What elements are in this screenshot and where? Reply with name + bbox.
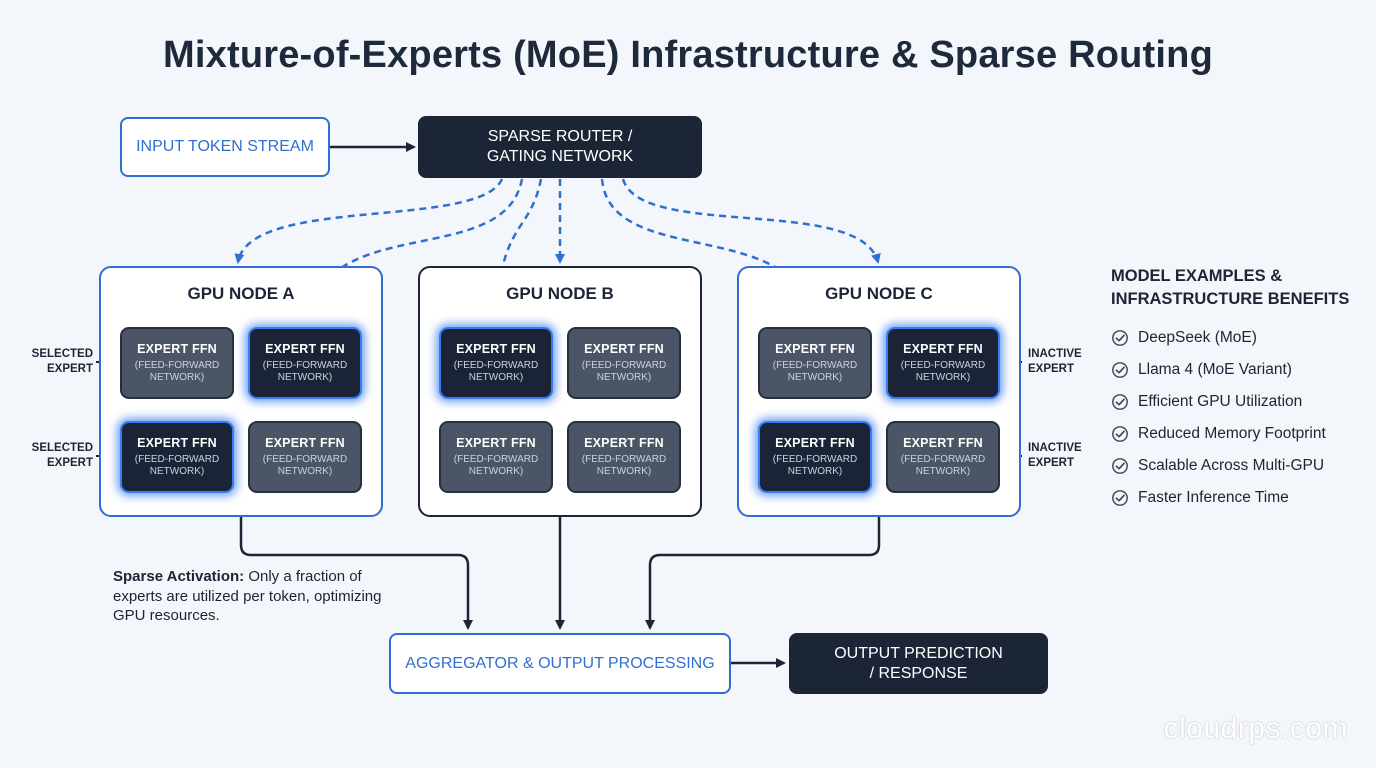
expert-subtitle: (FEED-FORWARD NETWORK) <box>134 360 220 383</box>
expert-subtitle: (FEED-FORWARD NETWORK) <box>262 454 348 477</box>
expert-title: EXPERT FFN <box>137 342 217 356</box>
expert-title: EXPERT FFN <box>137 436 217 450</box>
benefit-label: Reduced Memory Footprint <box>1138 425 1326 442</box>
expert-title: EXPERT FFN <box>584 342 664 356</box>
benefit-item: Reduced Memory Footprint <box>1111 418 1326 450</box>
route-arrow-5 <box>600 178 817 324</box>
expert-title: EXPERT FFN <box>265 436 345 450</box>
expert-ffn-c4: EXPERT FFN (FEED-FORWARD NETWORK) <box>886 421 1000 493</box>
benefits-panel-title: MODEL EXAMPLES & INFRASTRUCTURE BENEFITS <box>1111 267 1350 309</box>
inactive-expert-label-2: INACTIVE EXPERT <box>1028 442 1082 469</box>
expert-subtitle: (FEED-FORWARD NETWORK) <box>453 360 539 383</box>
expert-ffn-a2: EXPERT FFN (FEED-FORWARD NETWORK) <box>248 327 362 399</box>
expert-title: EXPERT FFN <box>584 436 664 450</box>
gpu-node-c: GPU NODE C EXPERT FFN (FEED-FORWARD NETW… <box>737 266 1021 517</box>
sparse-activation-note: Sparse Activation: Only a fraction of ex… <box>113 567 383 626</box>
check-circle-icon <box>1112 490 1128 506</box>
route-arrow-6 <box>621 178 881 264</box>
check-circle-icon <box>1112 330 1128 346</box>
gpu-node-c-title: GPU NODE C <box>825 284 933 303</box>
expert-ffn-b1: EXPERT FFN (FEED-FORWARD NETWORK) <box>439 327 553 399</box>
expert-ffn-c1: EXPERT FFN (FEED-FORWARD NETWORK) <box>758 327 872 399</box>
inactive-expert-label-1: INACTIVE EXPERT <box>1028 348 1082 375</box>
gpu-node-b-title: GPU NODE B <box>506 284 614 303</box>
arrow-node-c-to-aggregator <box>645 517 881 630</box>
expert-subtitle: (FEED-FORWARD NETWORK) <box>900 360 986 383</box>
expert-ffn-a3: EXPERT FFN (FEED-FORWARD NETWORK) <box>120 421 234 493</box>
sparse-activation-text: Only a fraction of experts are utilized … <box>113 568 382 624</box>
expert-ffn-c3: EXPERT FFN (FEED-FORWARD NETWORK) <box>758 421 872 493</box>
check-circle-icon <box>1112 426 1128 442</box>
benefit-label: DeepSeek (MoE) <box>1138 329 1257 346</box>
expert-subtitle: (FEED-FORWARD NETWORK) <box>772 360 858 383</box>
expert-ffn-b2: EXPERT FFN (FEED-FORWARD NETWORK) <box>567 327 681 399</box>
benefit-item: Efficient GPU Utilization <box>1111 386 1326 418</box>
benefit-label: Faster Inference Time <box>1138 489 1289 506</box>
expert-ffn-a1: EXPERT FFN (FEED-FORWARD NETWORK) <box>120 327 234 399</box>
check-circle-icon <box>1112 362 1128 378</box>
check-circle-icon <box>1112 458 1128 474</box>
expert-subtitle: (FEED-FORWARD NETWORK) <box>453 454 539 477</box>
expert-title: EXPERT FFN <box>456 342 536 356</box>
expert-subtitle: (FEED-FORWARD NETWORK) <box>900 454 986 477</box>
benefits-list: DeepSeek (MoE) Llama 4 (MoE Variant) Eff… <box>1111 322 1326 514</box>
sparse-activation-heading: Sparse Activation: <box>113 568 245 585</box>
route-arrow-2 <box>302 178 524 324</box>
expert-subtitle: (FEED-FORWARD NETWORK) <box>581 360 667 383</box>
selected-expert-label-1: SELECTED EXPERT <box>31 348 93 375</box>
sparse-router-box: SPARSE ROUTER / GATING NETWORK <box>418 116 702 178</box>
aggregator-box: AGGREGATOR & OUTPUT PROCESSING <box>389 633 731 694</box>
input-token-stream-box: INPUT TOKEN STREAM <box>120 117 330 177</box>
gpu-node-a-title: GPU NODE A <box>187 284 295 303</box>
watermark: cloudrps.com <box>1163 712 1348 745</box>
expert-subtitle: (FEED-FORWARD NETWORK) <box>262 360 348 383</box>
gpu-node-b: GPU NODE B EXPERT FFN (FEED-FORWARD NETW… <box>418 266 702 517</box>
expert-title: EXPERT FFN <box>775 436 855 450</box>
output-prediction-label: OUTPUT PREDICTION / RESPONSE <box>834 644 1003 682</box>
expert-title: EXPERT FFN <box>903 342 983 356</box>
diagram-title: Mixture-of-Experts (MoE) Infrastructure … <box>163 34 1213 76</box>
gpu-node-a: GPU NODE A EXPERT FFN (FEED-FORWARD NETW… <box>99 266 383 517</box>
benefit-label: Llama 4 (MoE Variant) <box>1138 361 1292 378</box>
benefit-item: Faster Inference Time <box>1111 482 1326 514</box>
check-circle-icon <box>1112 394 1128 410</box>
sparse-router-label: SPARSE ROUTER / GATING NETWORK <box>486 128 634 165</box>
input-token-stream-label: INPUT TOKEN STREAM <box>136 138 314 155</box>
expert-subtitle: (FEED-FORWARD NETWORK) <box>134 454 220 477</box>
selected-expert-label-2: SELECTED EXPERT <box>31 442 93 469</box>
expert-title: EXPERT FFN <box>265 342 345 356</box>
expert-subtitle: (FEED-FORWARD NETWORK) <box>772 454 858 477</box>
expert-title: EXPERT FFN <box>903 436 983 450</box>
expert-ffn-b4: EXPERT FFN (FEED-FORWARD NETWORK) <box>567 421 681 493</box>
expert-ffn-b3: EXPERT FFN (FEED-FORWARD NETWORK) <box>439 421 553 493</box>
expert-ffn-c2: EXPERT FFN (FEED-FORWARD NETWORK) <box>886 327 1000 399</box>
expert-title: EXPERT FFN <box>456 436 536 450</box>
arrow-node-a-to-aggregator <box>239 517 473 630</box>
benefit-item: DeepSeek (MoE) <box>1111 322 1326 354</box>
expert-subtitle: (FEED-FORWARD NETWORK) <box>581 454 667 477</box>
benefit-item: Llama 4 (MoE Variant) <box>1111 354 1326 386</box>
expert-ffn-a4: EXPERT FFN (FEED-FORWARD NETWORK) <box>248 421 362 493</box>
benefit-label: Efficient GPU Utilization <box>1138 393 1303 410</box>
output-prediction-box: OUTPUT PREDICTION / RESPONSE <box>789 633 1048 694</box>
benefit-item: Scalable Across Multi-GPU <box>1111 450 1326 482</box>
benefit-label: Scalable Across Multi-GPU <box>1138 457 1325 474</box>
route-arrow-1 <box>234 178 504 264</box>
aggregator-label: AGGREGATOR & OUTPUT PROCESSING <box>405 654 715 672</box>
expert-title: EXPERT FFN <box>775 342 855 356</box>
